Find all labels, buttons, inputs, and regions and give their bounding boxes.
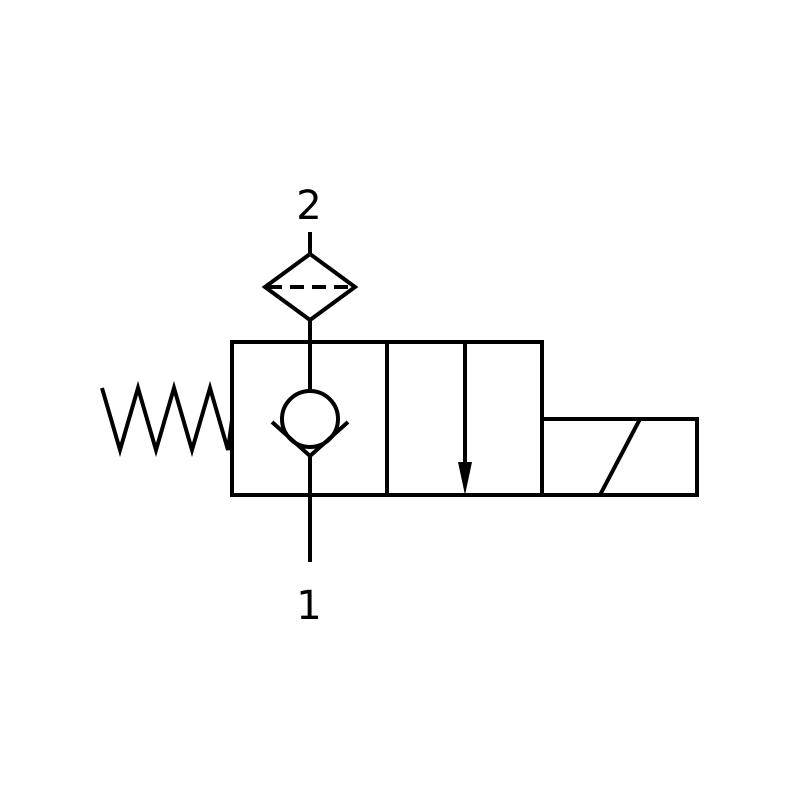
- check-valve-ball: [280, 389, 340, 449]
- solenoid-diagonal: [598, 418, 642, 496]
- port-1-label: 1: [296, 583, 322, 629]
- port-2-label: 2: [296, 183, 322, 229]
- solenoid-actuator: [540, 417, 699, 497]
- return-spring: [100, 380, 234, 458]
- flow-arrow-head: [458, 462, 472, 495]
